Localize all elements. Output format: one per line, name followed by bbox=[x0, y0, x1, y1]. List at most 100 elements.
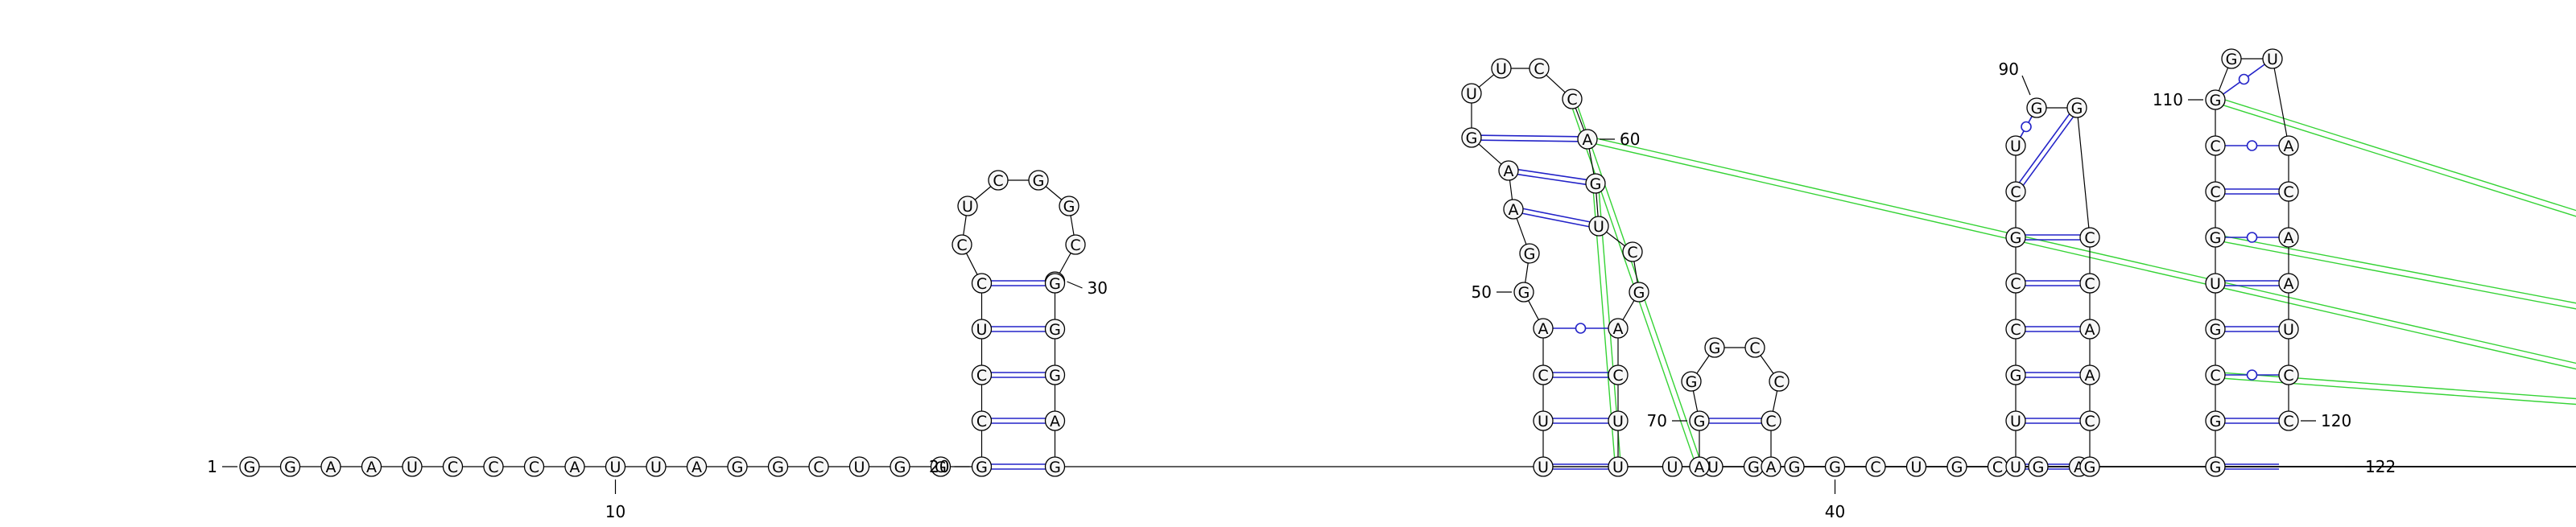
svg-text:G: G bbox=[894, 459, 906, 476]
position-label-40: 40 bbox=[1825, 480, 1845, 521]
backbone-segment bbox=[1516, 218, 1527, 245]
label-text: 20 bbox=[929, 457, 949, 476]
svg-text:C: C bbox=[1567, 91, 1577, 109]
nucleotide: U bbox=[1533, 456, 1554, 477]
nucleotide: G bbox=[2205, 89, 2226, 110]
base-pair bbox=[2019, 113, 2070, 183]
nucleotide: A bbox=[1503, 199, 1524, 220]
base-pair bbox=[1517, 173, 1586, 186]
svg-text:C: C bbox=[2084, 413, 2095, 430]
backbone-segment bbox=[1760, 355, 1774, 374]
svg-text:C: C bbox=[2084, 275, 2095, 293]
nucleotide: C bbox=[1865, 456, 1886, 477]
pseudoknot-pair bbox=[2224, 377, 2576, 406]
nucleotide: A bbox=[2278, 273, 2299, 294]
nucleotide: A bbox=[1533, 318, 1554, 339]
nucleotide: U bbox=[2262, 48, 2283, 69]
nucleotide: U bbox=[1588, 216, 1609, 237]
svg-text:C: C bbox=[2010, 275, 2021, 293]
svg-text:C: C bbox=[1534, 60, 1544, 78]
svg-text:A: A bbox=[366, 459, 377, 476]
nucleotide: A bbox=[2079, 364, 2100, 385]
svg-text:A: A bbox=[691, 459, 702, 476]
nucleotide: G bbox=[1629, 282, 1649, 303]
position-label-110: 110 bbox=[2153, 90, 2203, 109]
svg-text:A: A bbox=[1504, 163, 1514, 180]
svg-text:C: C bbox=[976, 413, 987, 430]
nucleotide: G bbox=[1044, 319, 1066, 340]
pseudoknot-pair bbox=[1592, 193, 1616, 458]
backbone-segment bbox=[1575, 108, 1585, 130]
backbone-segment bbox=[1525, 262, 1529, 283]
nucleotide: U bbox=[1533, 410, 1554, 431]
nucleotide: G bbox=[1704, 337, 1725, 358]
base-pair bbox=[1518, 168, 1587, 181]
position-label-120: 120 bbox=[2301, 411, 2351, 430]
svg-text:G: G bbox=[1748, 459, 1760, 476]
svg-text:G: G bbox=[2010, 229, 2022, 247]
wobble-marker bbox=[2246, 369, 2258, 381]
backbone-segment bbox=[1546, 74, 1566, 93]
backbone-layer bbox=[259, 58, 2576, 467]
pseudoknot-pair bbox=[2224, 241, 2576, 310]
svg-text:C: C bbox=[1992, 459, 2003, 476]
nucleotide: U bbox=[1662, 456, 1683, 477]
nucleotide: G bbox=[727, 456, 748, 477]
svg-text:U: U bbox=[1496, 60, 1507, 78]
nucleotide: A bbox=[1044, 410, 1066, 431]
position-label-70: 70 bbox=[1647, 411, 1687, 430]
wobble-marker bbox=[2246, 232, 2258, 243]
svg-text:A: A bbox=[2085, 367, 2095, 385]
svg-text:C: C bbox=[1870, 459, 1880, 476]
pseudoknot-pair bbox=[1596, 143, 2576, 370]
nucleotide: A bbox=[1608, 318, 1629, 339]
label-text: 120 bbox=[2321, 411, 2351, 430]
backbone-segment bbox=[1509, 179, 1513, 200]
nucleotide: G bbox=[1784, 456, 1805, 477]
wobble-marker bbox=[2021, 121, 2032, 133]
nucleotide: C bbox=[1622, 241, 1643, 262]
svg-text:G: G bbox=[1524, 245, 1536, 263]
nucleotide: G bbox=[2221, 48, 2242, 69]
svg-text:C: C bbox=[956, 237, 967, 254]
svg-text:A: A bbox=[1583, 131, 1593, 149]
backbone-segment bbox=[1633, 261, 1638, 283]
nucleotide: C bbox=[2278, 410, 2299, 431]
backbone-segment bbox=[2218, 67, 2229, 92]
svg-text:U: U bbox=[1911, 459, 1922, 476]
position-label-10: 10 bbox=[605, 480, 625, 521]
nucleotide: G bbox=[1689, 410, 1710, 431]
svg-text:G: G bbox=[2010, 367, 2022, 385]
nucleotide: A bbox=[1498, 160, 1519, 181]
label-text: 30 bbox=[1088, 278, 1108, 298]
nucleotide: G bbox=[1513, 282, 1534, 303]
svg-text:C: C bbox=[529, 459, 539, 476]
svg-text:A: A bbox=[2284, 275, 2294, 293]
nucleotide: G bbox=[2205, 410, 2226, 431]
svg-text:G: G bbox=[1063, 198, 1075, 216]
svg-text:U: U bbox=[1612, 413, 1624, 430]
nucleotide: G bbox=[1044, 456, 1066, 477]
label-text: 10 bbox=[605, 502, 625, 521]
nucleotide: C bbox=[1608, 364, 1629, 385]
svg-text:U: U bbox=[1538, 413, 1549, 430]
svg-text:G: G bbox=[2084, 459, 2096, 476]
svg-text:U: U bbox=[1593, 218, 1604, 236]
nucleotide: U bbox=[957, 196, 978, 216]
svg-text:C: C bbox=[448, 459, 458, 476]
svg-text:C: C bbox=[2210, 367, 2220, 385]
nucleotide: G bbox=[1743, 456, 1765, 477]
svg-text:C: C bbox=[2084, 229, 2095, 247]
nucleotide: C bbox=[1769, 371, 1790, 392]
backbone-segment bbox=[1528, 300, 1539, 320]
nucleotide: G bbox=[1044, 364, 1066, 385]
base-pair bbox=[2022, 116, 2074, 186]
svg-text:A: A bbox=[1509, 201, 1519, 219]
position-label-122: 122 bbox=[2345, 457, 2396, 476]
svg-text:A: A bbox=[1695, 459, 1705, 476]
label-tick bbox=[1067, 281, 1083, 289]
svg-text:G: G bbox=[1518, 284, 1530, 302]
label-text: 90 bbox=[1999, 60, 2019, 79]
nucleotide: U bbox=[1461, 83, 1482, 104]
